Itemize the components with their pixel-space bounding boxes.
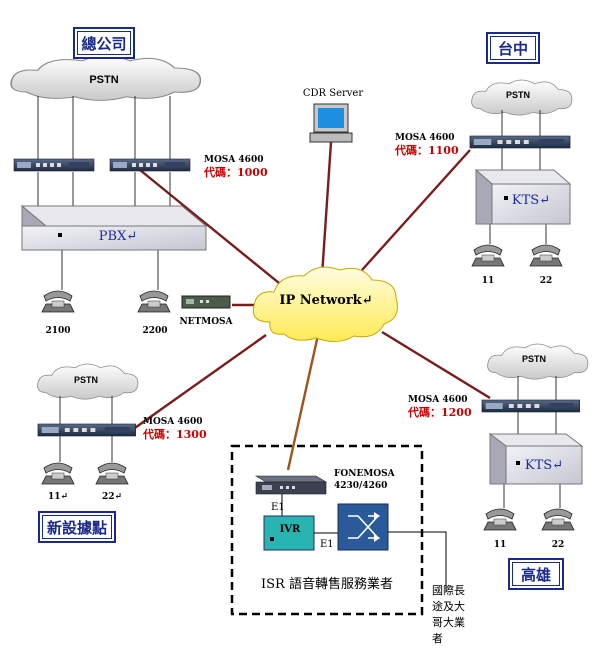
isr-title: ISR 語音轉售服務業者: [261, 576, 393, 592]
code-label-hq: 代碼：1000: [203, 165, 268, 179]
mosa-label-taichung: MOSA 4600: [395, 133, 454, 143]
site-label-kaohsiung: 高雄: [508, 558, 564, 590]
phone-icon-ks-a: [483, 508, 517, 531]
code-label-new-site: 代碼：1300: [142, 427, 207, 441]
extension-ns-b: 22↵: [102, 492, 122, 502]
extension-ks-a: 11: [494, 540, 507, 550]
kaohsiung-section: PSTN KTS↵ 11 22 MOSA 4600 代碼：1200: [407, 343, 589, 550]
mosa-rack-hq-2: [109, 158, 191, 172]
carrier-line-3: 哥大業: [432, 615, 465, 629]
cdr-server: CDR Server: [303, 88, 363, 143]
pbx-label: PBX↵: [99, 229, 137, 244]
computer-icon: [309, 103, 353, 143]
e1-label-upper: E1: [271, 502, 285, 513]
carrier-line-2: 途及大: [432, 599, 465, 613]
kts-label-kaohsiung: KTS↵: [525, 458, 563, 473]
phone-icon-ns-a: [41, 462, 75, 485]
phone-icon-hq-a: [41, 290, 75, 313]
code-label-taichung: 代碼：1100: [394, 143, 459, 157]
pbx-box: [20, 204, 208, 251]
new-site-section: PSTN 11↵ 22↵ MOSA 4600 代碼：1300: [37, 363, 207, 502]
fonemosa-label: FONEMOSA: [334, 469, 396, 479]
isr-section: FONEMOSA 4230/4260 E1 IVR E1 ISR 語音轉售服務業…: [230, 444, 424, 616]
pstn-label-kaohsiung: PSTN: [522, 354, 546, 364]
mosa-rack-hq-1: [13, 158, 95, 172]
link-cdr: [320, 141, 333, 277]
taichung-section: PSTN KTS↵ 11 22 MOSA 4600 代碼：1100: [394, 79, 573, 286]
extension-tc-b: 22: [540, 276, 553, 286]
extension-hq-a: 2100: [45, 326, 70, 336]
ivr-box: [263, 515, 315, 551]
carrier-line-1: 國際長: [432, 584, 465, 597]
mosa-rack-kaohsiung: [481, 399, 581, 413]
site-label-new-site: 新設據點: [38, 511, 116, 543]
phone-icon-ns-b: [95, 462, 129, 485]
isr-boundary: [230, 444, 424, 616]
extension-ns-a: 11↵: [48, 492, 68, 502]
site-label-hq: 總公司: [73, 27, 135, 59]
kts-box-taichung: [474, 168, 572, 225]
wan-links: [131, 141, 491, 431]
kts-label-taichung: KTS↵: [512, 193, 550, 208]
ip-network-label: IP Network↵: [279, 293, 372, 308]
kts-box-kaohsiung: [488, 433, 584, 485]
link-taichung: [361, 149, 471, 271]
extension-ks-b: 22: [552, 540, 565, 550]
pstn-label-new-site: PSTN: [74, 375, 98, 385]
phone-icon-tc-a: [471, 244, 505, 267]
mosa-label-new-site: MOSA 4600: [143, 417, 202, 427]
code-label-kaohsiung: 代碼：1200: [407, 405, 472, 419]
carrier-link: [388, 531, 447, 592]
netmosa-label: NETMOSA: [179, 317, 233, 327]
carrier-line-4: 者: [432, 632, 443, 645]
phone-icon-ks-b: [541, 508, 575, 531]
phone-icon-tc-b: [529, 244, 563, 267]
pstn-label-hq: PSTN: [89, 74, 118, 86]
extension-hq-b: 2200: [142, 326, 167, 336]
link-isr: [286, 334, 320, 471]
fonemosa-model-label: 4230/4260: [334, 481, 387, 491]
switch-icon: [337, 503, 389, 551]
extension-tc-a: 11: [482, 276, 495, 286]
fonemosa-device: [254, 475, 328, 495]
site-label-taichung: 台中: [486, 32, 540, 64]
cdr-server-label: CDR Server: [303, 88, 363, 99]
phone-icon-hq-b: [137, 290, 171, 313]
link-new-site: [131, 334, 267, 431]
mosa-label-hq: MOSA 4600: [204, 155, 263, 165]
ip-network-cloud: [252, 266, 398, 342]
link-kaohsiung: [381, 330, 491, 400]
e1-label-lower: E1: [320, 539, 334, 550]
mosa-rack-new-site: [37, 423, 137, 437]
mosa-rack-taichung: [469, 135, 571, 149]
carrier-label: 國際長 途及大 哥大業 者: [432, 584, 465, 645]
hq-section: PSTN PBX↵ 2100 2200 NETMOSA MOSA 4600 代碼…: [10, 55, 268, 336]
ivr-label: IVR: [280, 524, 301, 535]
mosa-label-kaohsiung: MOSA 4600: [408, 395, 467, 405]
netmosa-device: [181, 295, 231, 309]
pstn-label-taichung: PSTN: [506, 90, 530, 100]
link-hq: [139, 169, 291, 293]
